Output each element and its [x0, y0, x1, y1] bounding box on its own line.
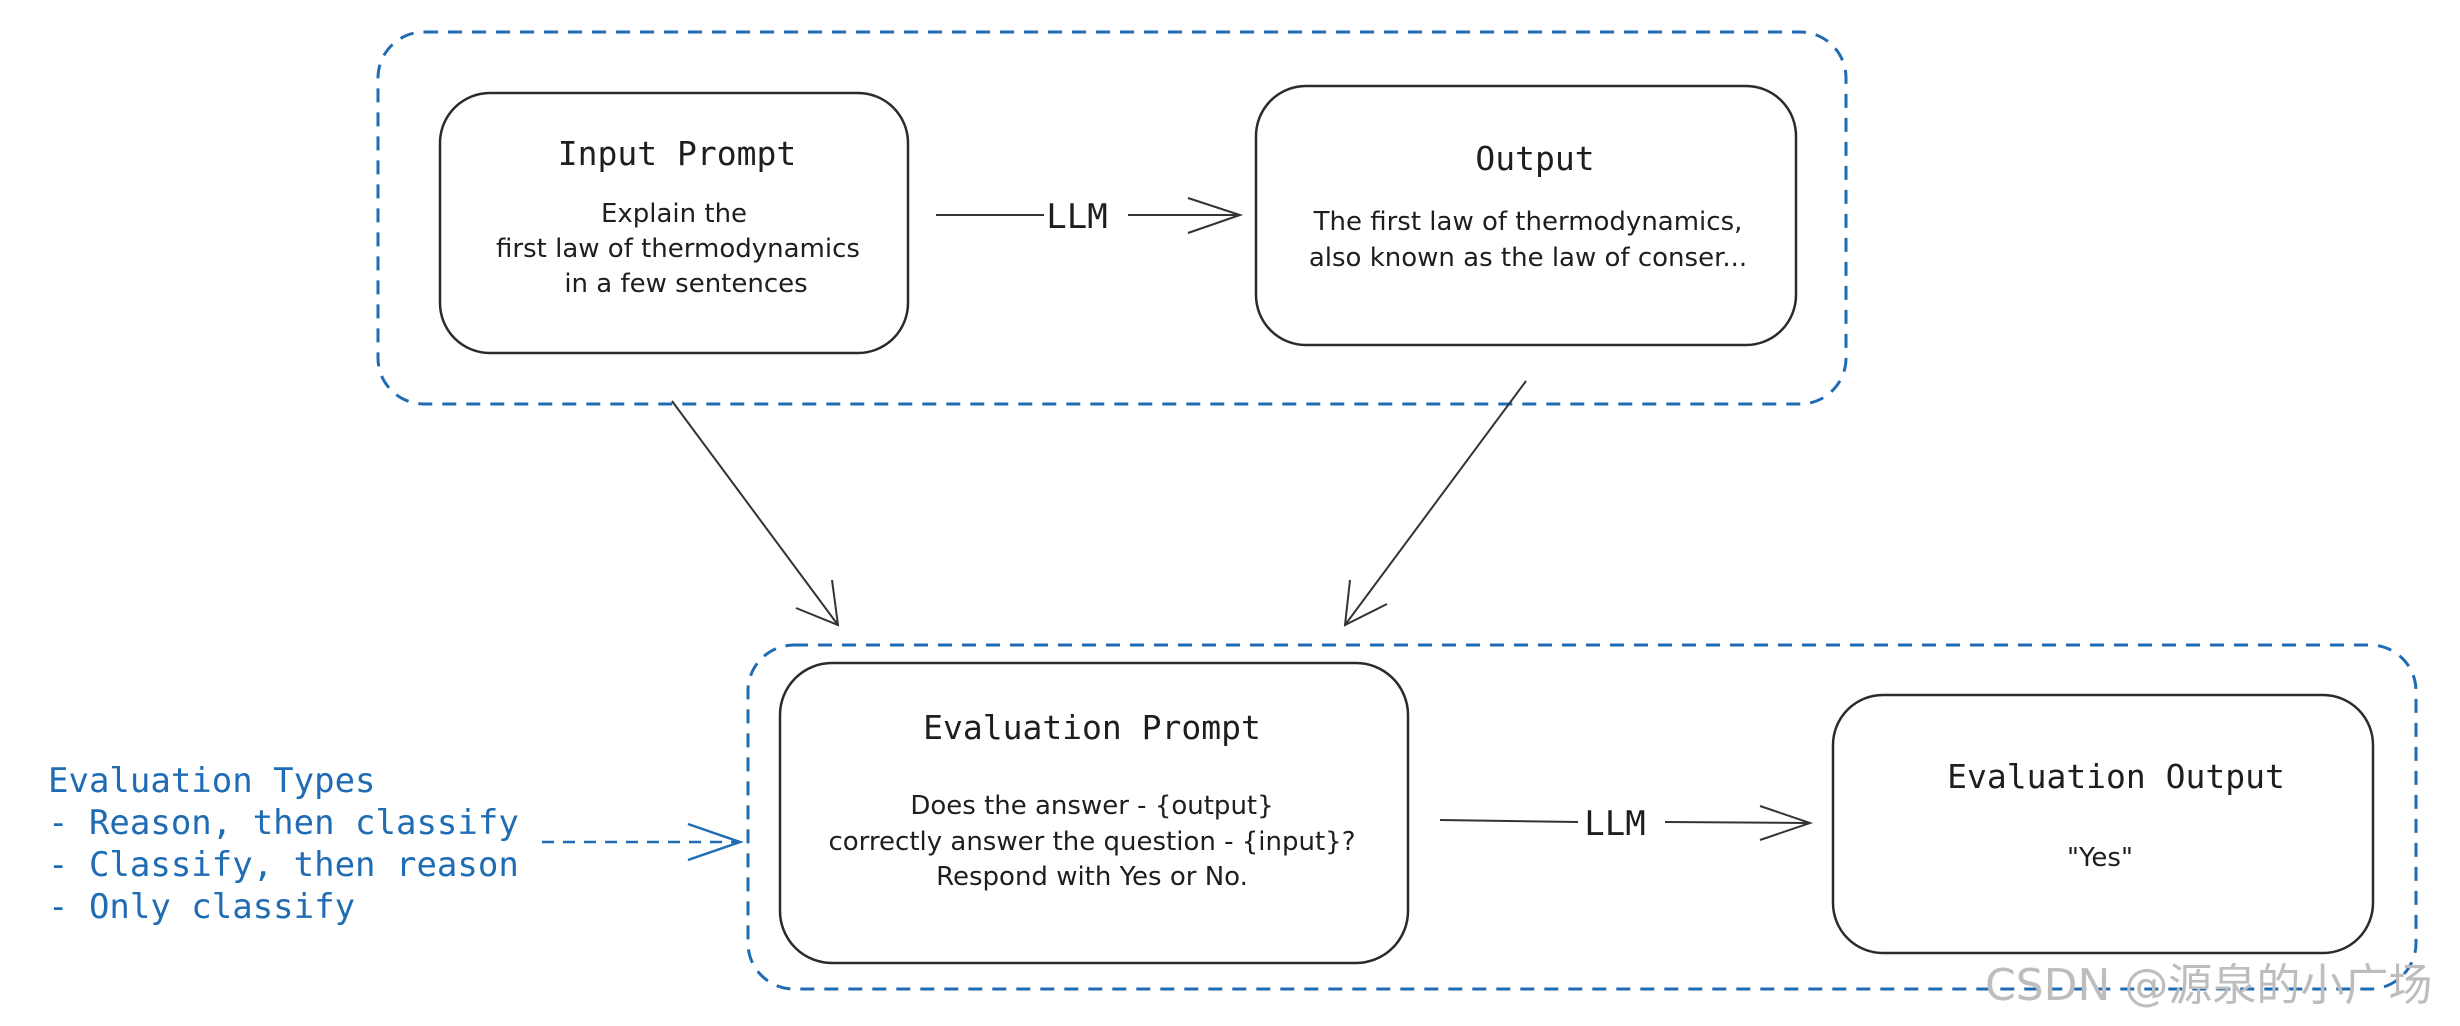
evaluation-output-title: Evaluation Output: [1947, 757, 2285, 796]
bottom-connector-line-left: [1439, 819, 1579, 823]
evaluation-output-value: "Yes": [2067, 843, 2133, 873]
evaluation-prompt-line: Does the answer - {output}: [910, 791, 1273, 821]
bottom-llm-connector: LLM: [1439, 804, 1814, 844]
output-node[interactable]: Output The first law of thermodynamics, …: [1254, 84, 1798, 347]
top-llm-connector: LLM: [936, 197, 1244, 237]
evaluation-prompt-title: Evaluation Prompt: [923, 708, 1261, 747]
input-prompt-node[interactable]: Input Prompt Explain the first law of th…: [438, 91, 910, 355]
generation-group: [376, 30, 1848, 406]
input-prompt-line: in a few sentences: [564, 269, 807, 299]
evaluation-prompt-line: Respond with Yes or No.: [936, 862, 1248, 892]
output-title: Output: [1475, 139, 1594, 178]
top-llm-label: LLM: [1046, 197, 1107, 237]
evaluation-group: [746, 643, 2418, 991]
output-line: also known as the law of conser...: [1309, 243, 1747, 273]
evaluation-prompt-box: [778, 661, 1410, 965]
evaluation-output-node[interactable]: Evaluation Output "Yes": [1831, 693, 2375, 955]
watermark: CSDN @源泉的小广场: [1985, 960, 2432, 1011]
evaluation-types-arrow: [542, 822, 744, 862]
evaluation-types-heading: Evaluation Types: [48, 761, 376, 801]
input-prompt-line: first law of thermodynamics: [496, 234, 860, 264]
bottom-llm-label: LLM: [1584, 804, 1645, 844]
output-to-evaluation-arrow: [1343, 380, 1527, 627]
top-arrowhead: [1187, 197, 1244, 234]
output-box: [1254, 84, 1798, 347]
bottom-arrowhead: [1759, 805, 1814, 841]
bottom-connector-line-right: [1664, 821, 1809, 824]
input-prompt-box: [438, 91, 910, 355]
evaluation-type-item: - Only classify: [48, 887, 355, 927]
input-prompt-line: Explain the: [601, 199, 747, 229]
output-line: The first law of thermodynamics,: [1313, 207, 1743, 237]
evaluation-types-annotation: Evaluation Types - Reason, then classify…: [48, 761, 519, 927]
evaluation-prompt-node[interactable]: Evaluation Prompt Does the answer - {out…: [778, 661, 1410, 965]
input-prompt-title: Input Prompt: [558, 134, 796, 173]
input-to-evaluation-arrow: [671, 400, 840, 627]
evaluation-type-item: - Reason, then classify: [48, 803, 519, 843]
evaluation-type-item: - Classify, then reason: [48, 845, 519, 885]
evaluation-output-box: [1831, 693, 2375, 955]
evaluation-prompt-line: correctly answer the question - {input}?: [828, 827, 1355, 857]
